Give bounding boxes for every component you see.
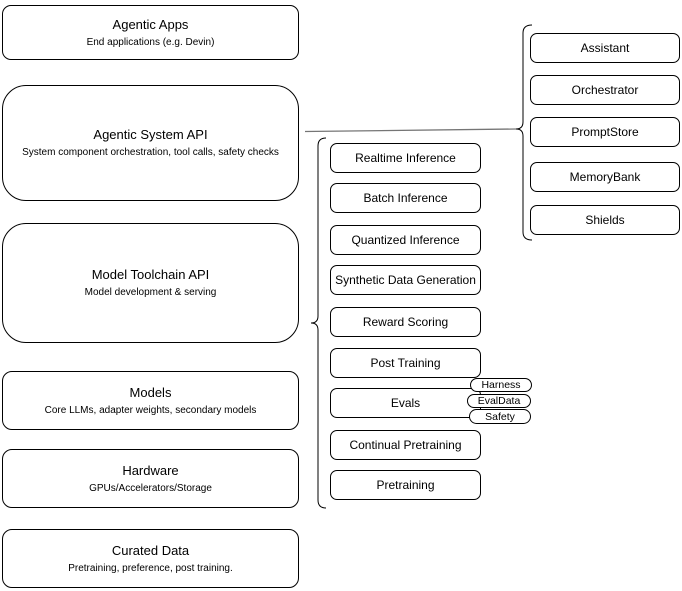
node-batch-inference: Batch Inference — [330, 183, 481, 213]
node-synthetic-data-generation: Synthetic Data Generation — [330, 265, 481, 295]
node-title: Agentic System API — [93, 127, 208, 142]
system-api-connector-line — [304, 128, 517, 133]
node-promptstore: PromptStore — [530, 117, 680, 147]
node-post-training: Post Training — [330, 348, 481, 378]
node-orchestrator: Orchestrator — [530, 75, 680, 105]
node-subtitle: Core LLMs, adapter weights, secondary mo… — [44, 404, 257, 416]
node-title: Agentic Apps — [112, 16, 189, 32]
node-curated-data: Curated Data Pretraining, preference, po… — [2, 529, 299, 588]
node-subtitle: End applications (e.g. Devin) — [86, 36, 215, 48]
node-evals: Evals — [330, 388, 481, 418]
node-quantized-inference: Quantized Inference — [330, 225, 481, 255]
node-subtitle: GPUs/Accelerators/Storage — [89, 482, 212, 494]
toolchain-bracket — [310, 137, 327, 509]
pill-harness: Harness — [470, 378, 532, 392]
node-title: Model Toolchain API — [91, 267, 210, 282]
pill-safety: Safety — [469, 409, 531, 424]
node-memorybank: MemoryBank — [530, 162, 680, 192]
node-realtime-inference: Realtime Inference — [330, 143, 481, 173]
node-title: Hardware — [122, 462, 179, 478]
node-hardware: Hardware GPUs/Accelerators/Storage — [2, 449, 299, 508]
node-subtitle: Pretraining, preference, post training. — [68, 562, 233, 574]
node-agentic-apps: Agentic Apps End applications (e.g. Devi… — [2, 5, 299, 60]
node-subtitle: System component orchestration, tool cal… — [22, 147, 279, 158]
node-continual-pretraining: Continual Pretraining — [330, 430, 481, 460]
node-agentic-system-api: Agentic System API System component orch… — [2, 85, 299, 201]
node-title: Curated Data — [111, 542, 190, 558]
node-models: Models Core LLMs, adapter weights, secon… — [2, 371, 299, 430]
system-bracket — [515, 24, 533, 241]
node-subtitle: Model development & serving — [84, 287, 217, 298]
node-title: Models — [129, 384, 172, 400]
node-pretraining: Pretraining — [330, 470, 481, 500]
node-reward-scoring: Reward Scoring — [330, 307, 481, 337]
node-shields: Shields — [530, 205, 680, 235]
pill-evaldata: EvalData — [467, 394, 531, 408]
node-model-toolchain-api: Model Toolchain API Model development & … — [2, 223, 299, 343]
node-assistant: Assistant — [530, 33, 680, 63]
